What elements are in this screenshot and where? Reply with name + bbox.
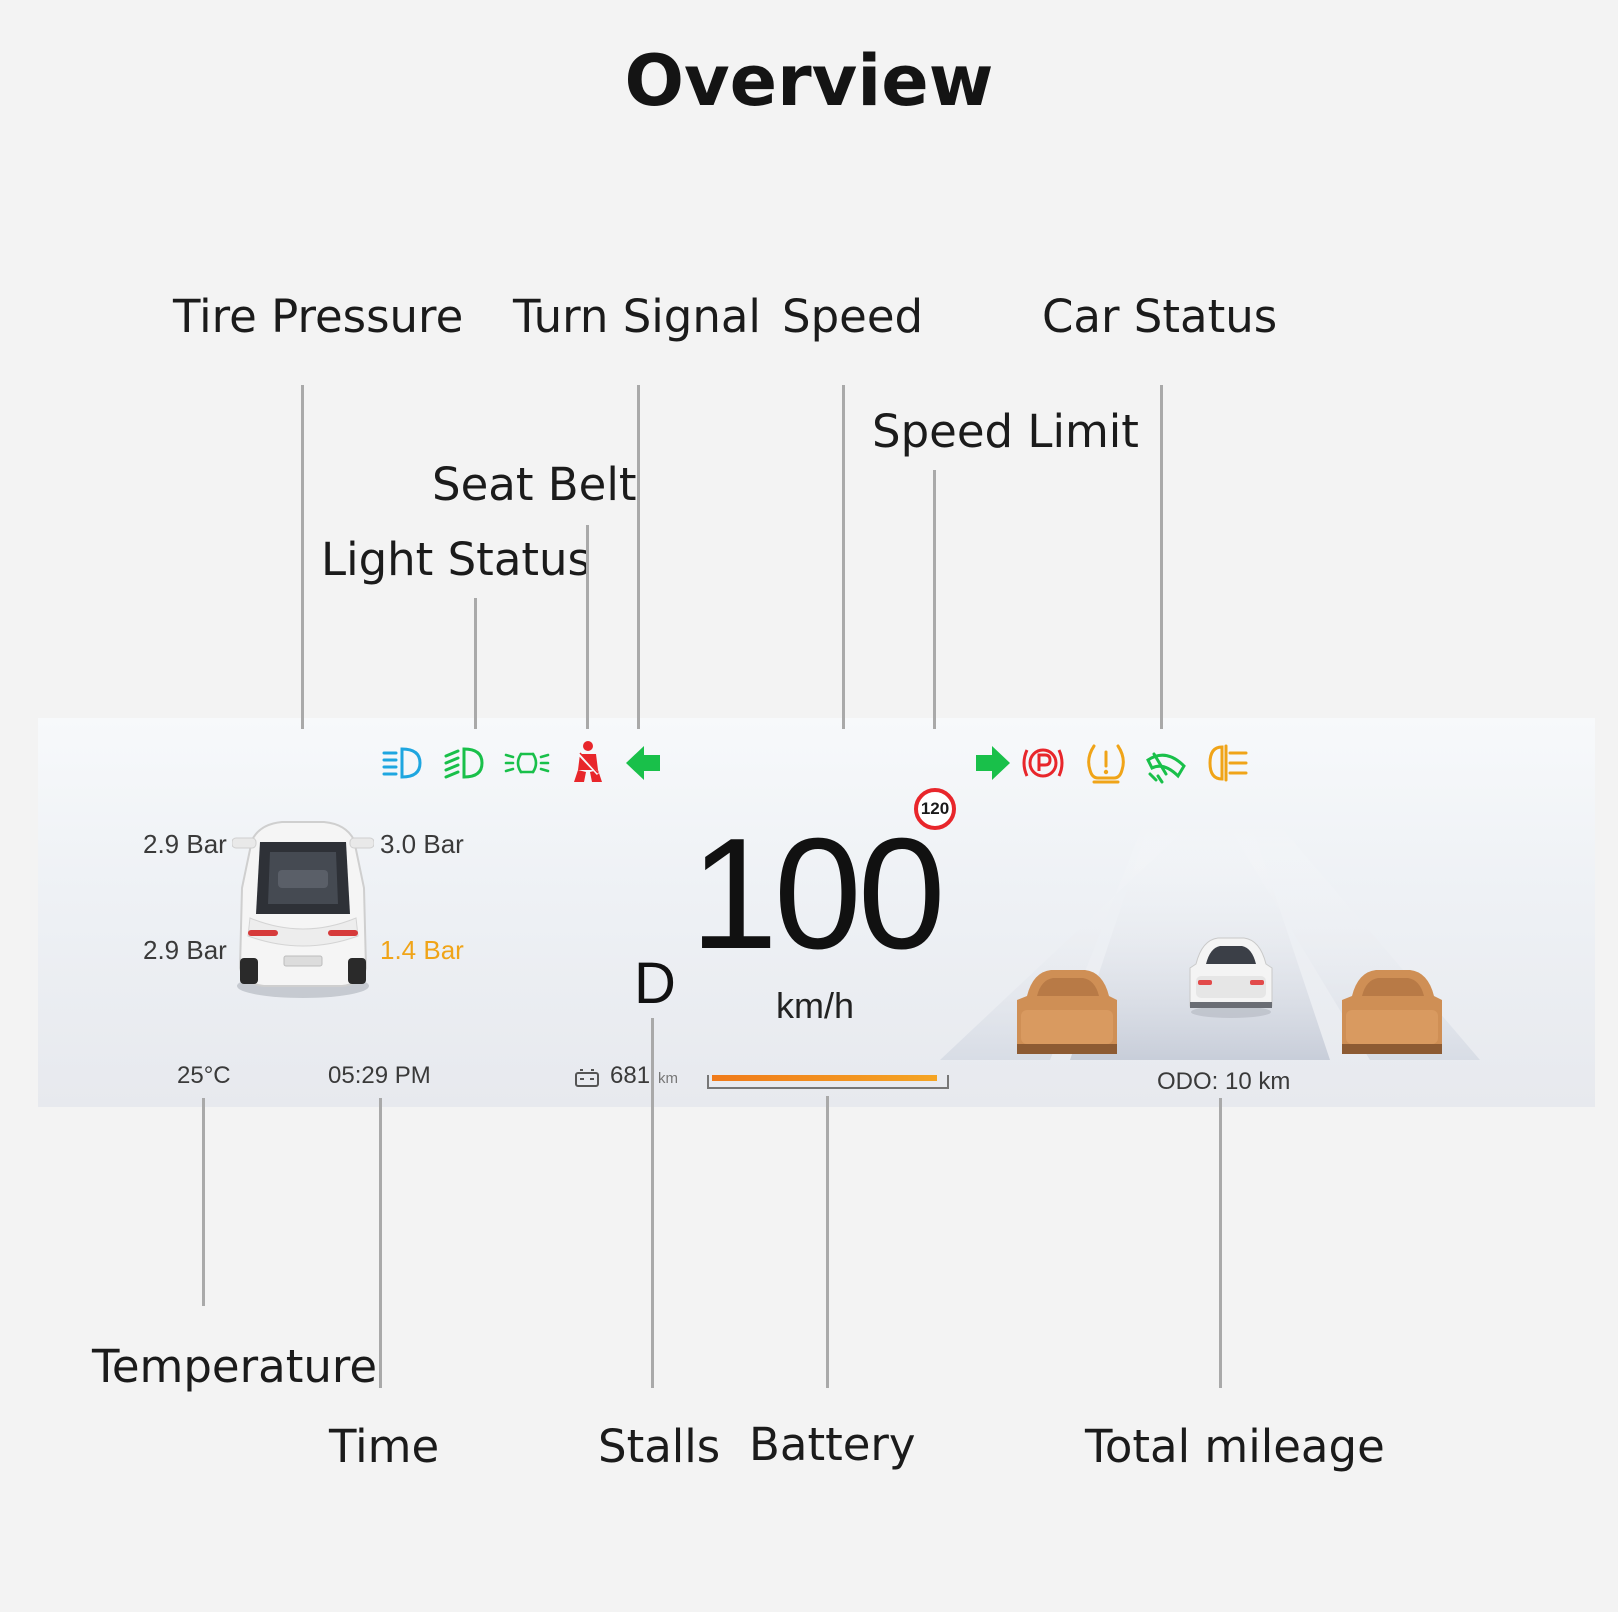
leader-line-turn-signal bbox=[637, 385, 640, 729]
right-turn-arrow-icon bbox=[972, 740, 1012, 786]
battery-icon bbox=[575, 1069, 599, 1087]
label-temperature: Temperature bbox=[92, 1340, 378, 1393]
battery-bar-fill bbox=[712, 1075, 937, 1081]
high-beam-icon bbox=[444, 740, 484, 786]
leader-line-car-status bbox=[1160, 385, 1163, 729]
label-light-status: Light Status bbox=[321, 533, 591, 586]
seat-belt-icon bbox=[568, 740, 608, 786]
label-tire-pressure: Tire Pressure bbox=[173, 290, 464, 343]
label-seat-belt: Seat Belt bbox=[432, 458, 637, 511]
label-total-mileage: Total mileage bbox=[1085, 1420, 1385, 1473]
label-car-status: Car Status bbox=[1042, 290, 1278, 343]
leader-line-light-status bbox=[474, 598, 477, 729]
tire-front-right: 3.0 Bar bbox=[380, 829, 464, 859]
ego-car-icon bbox=[1189, 937, 1273, 1018]
gear-indicator: D bbox=[634, 951, 676, 1016]
leader-line-speed-limit bbox=[933, 470, 936, 729]
tire-rear-left: 2.9 Bar bbox=[143, 935, 227, 965]
parking-lights-icon bbox=[504, 740, 550, 786]
leader-line-temperature bbox=[202, 1098, 205, 1306]
label-battery: Battery bbox=[749, 1418, 916, 1471]
speed-value: 100 bbox=[690, 806, 946, 982]
low-beam-icon bbox=[382, 740, 422, 786]
leader-line-time bbox=[379, 1098, 382, 1388]
time-readout: 05:29 PM bbox=[328, 1062, 431, 1089]
label-stalls: Stalls bbox=[598, 1420, 721, 1473]
range-value: 681 bbox=[610, 1062, 651, 1089]
leader-line-battery bbox=[826, 1096, 829, 1388]
leader-line-stalls bbox=[651, 1018, 654, 1388]
parking-brake-icon bbox=[1020, 740, 1066, 786]
label-speed: Speed bbox=[782, 290, 924, 343]
speed-limit-value: 120 bbox=[920, 799, 950, 818]
right-neighbor-car-icon bbox=[1342, 970, 1442, 1054]
leader-line-tire-pressure bbox=[301, 385, 304, 729]
left-turn-arrow-icon bbox=[624, 740, 664, 786]
range-unit: km bbox=[658, 1070, 678, 1087]
leader-line-speed bbox=[842, 385, 845, 729]
car-top-view-icon bbox=[232, 821, 374, 998]
speed-limit-sign: 120 bbox=[914, 788, 956, 830]
speed-unit: km/h bbox=[776, 985, 855, 1026]
leader-line-total-mileage bbox=[1219, 1098, 1222, 1388]
wiper-icon bbox=[1144, 740, 1188, 786]
tire-front-left: 2.9 Bar bbox=[143, 829, 227, 859]
leader-line-seat-belt bbox=[586, 525, 589, 729]
label-time: Time bbox=[329, 1420, 440, 1473]
battery-bar bbox=[707, 1075, 949, 1089]
label-speed-limit: Speed Limit bbox=[872, 405, 1139, 458]
label-turn-signal: Turn Signal bbox=[513, 290, 761, 343]
rear-fog-light-icon bbox=[1206, 740, 1250, 786]
tire-pressure-warning-icon bbox=[1084, 740, 1128, 786]
odometer-readout: ODO: 10 km bbox=[1157, 1068, 1291, 1095]
page-title: Overview bbox=[624, 40, 994, 122]
tire-rear-right-warning: 1.4 Bar bbox=[380, 935, 464, 965]
temperature-readout: 25°C bbox=[177, 1062, 231, 1089]
left-neighbor-car-icon bbox=[1017, 970, 1117, 1054]
